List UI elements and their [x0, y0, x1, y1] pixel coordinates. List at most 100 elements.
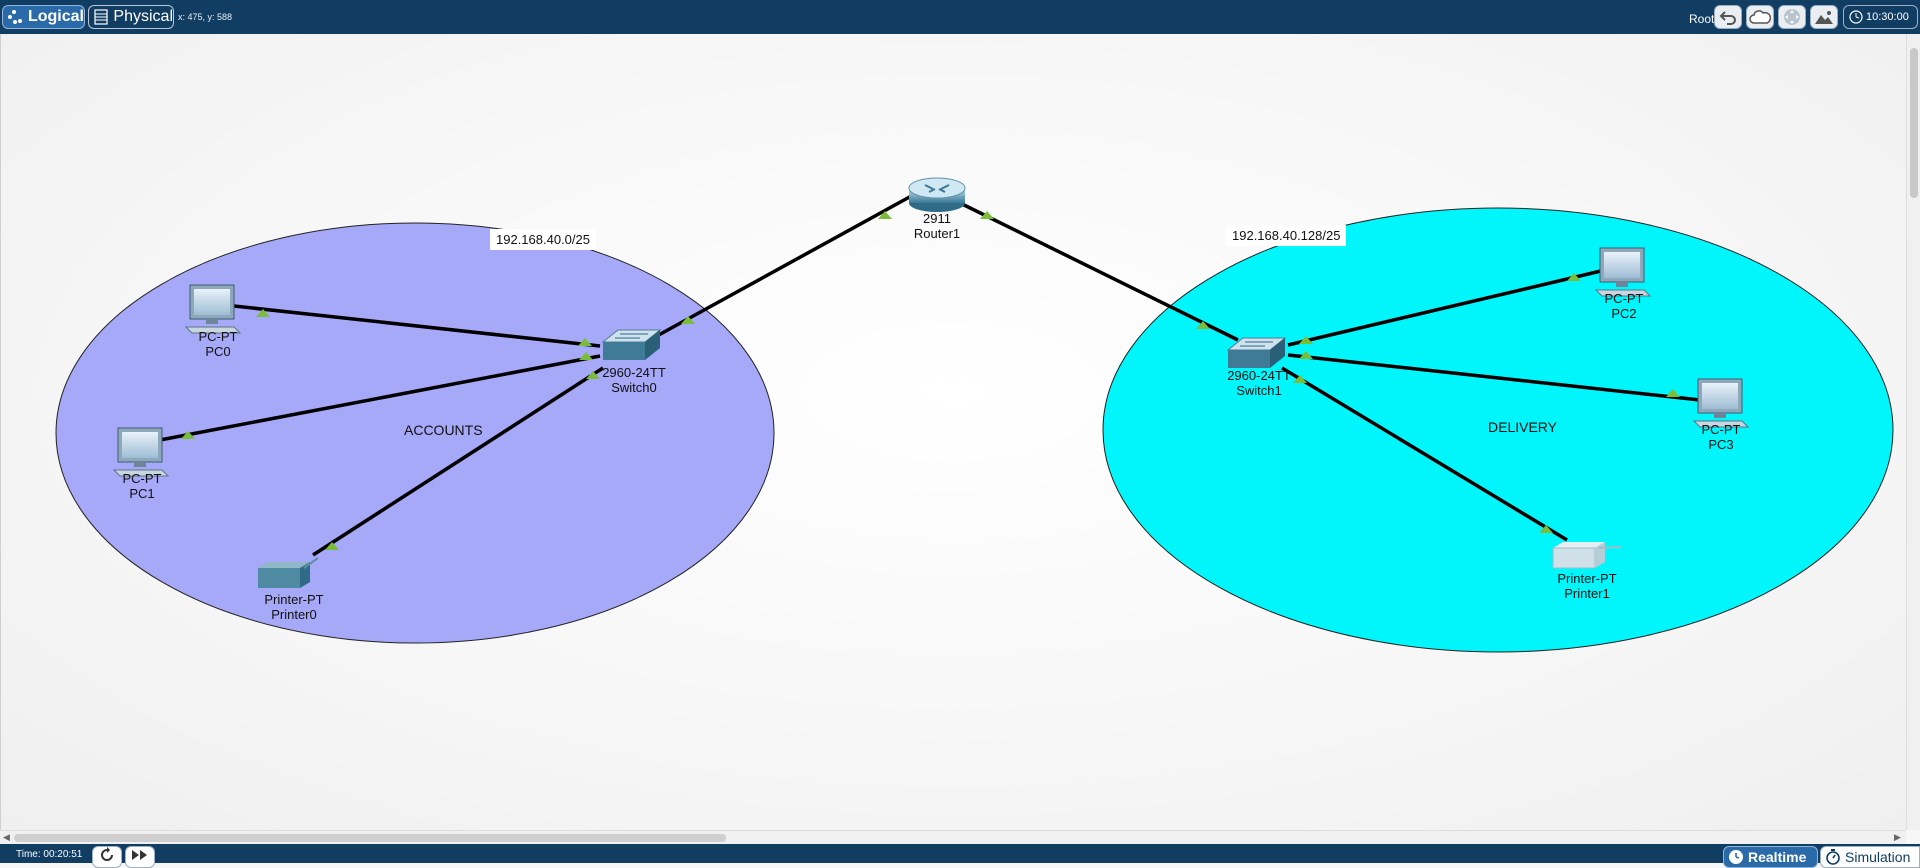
pc1-name: PC1 [129, 486, 155, 501]
simulation-label: Simulation [1845, 849, 1911, 865]
link-light [980, 211, 994, 219]
cable-pc0-switch0[interactable] [233, 304, 601, 348]
move-icon[interactable] [1778, 5, 1806, 29]
cable-switch1-pc3[interactable] [1287, 353, 1701, 402]
realtime-clock-icon [1728, 849, 1744, 865]
physical-view-button[interactable]: Physical [88, 5, 174, 29]
root-breadcrumb[interactable]: Root [1689, 12, 1715, 26]
pc0-model: PC-PT [198, 329, 238, 344]
pc0-name: PC0 [205, 344, 231, 359]
delivery-area-label: DELIVERY [1488, 419, 1557, 435]
switch1-icon[interactable] [1226, 337, 1287, 368]
link-light [1299, 336, 1313, 344]
switch1-name: Switch1 [1236, 383, 1282, 398]
logical-topology-icon [7, 8, 24, 26]
scroll-right-icon[interactable]: ▶ [1894, 832, 1901, 842]
physical-view-label: Physical [113, 8, 173, 25]
link-light [1539, 525, 1553, 533]
link-light [586, 371, 600, 379]
accounts-subnet-note[interactable]: 192.168.40.0/25 [490, 229, 596, 250]
network-topology [55, 177, 1894, 653]
realtime-label: Realtime [1748, 849, 1807, 865]
cloud-icon[interactable] [1746, 5, 1774, 29]
link-light [325, 542, 339, 550]
delivery-area[interactable] [1102, 207, 1894, 653]
router1-name: Router1 [913, 226, 961, 241]
link-light [878, 211, 892, 219]
printer1-icon[interactable] [1552, 542, 1623, 569]
horizontal-scroll-thumb[interactable] [14, 834, 726, 842]
pc0-icon[interactable] [184, 284, 242, 334]
cable-router1-switch1[interactable] [957, 200, 1239, 342]
switch0-name: Switch0 [611, 380, 657, 395]
background-image-icon[interactable] [1810, 5, 1838, 29]
cable-printer0-switch0[interactable] [312, 366, 604, 557]
vertical-scroll-thumb[interactable] [1910, 48, 1918, 198]
printer0-model: Printer-PT [264, 592, 324, 607]
pc3-icon[interactable] [1692, 378, 1750, 428]
printer1-model: Printer-PT [1557, 571, 1617, 586]
pc3-model: PC-PT [1701, 422, 1741, 437]
link-light [181, 431, 195, 439]
power-cycle-icon [99, 846, 115, 868]
top-toolbar: Logical Physical x: 475, y: 588 Root 10:… [0, 0, 1920, 35]
pc1-model: PC-PT [122, 471, 162, 486]
realtime-mode-button[interactable]: Realtime [1723, 846, 1818, 868]
cables [159, 192, 1701, 557]
bottom-toolbar: Time: 00:20:51 Realtime Simulation [0, 844, 1920, 868]
pc2-label: PC-PT PC2 [1605, 291, 1644, 321]
power-cycle-button[interactable] [92, 846, 122, 868]
router1-model: 2911 [923, 211, 951, 226]
viewport-icon[interactable] [1849, 10, 1863, 24]
pc2-model: PC-PT [1604, 291, 1644, 306]
link-light [1299, 351, 1313, 359]
switch0-label: 2960-24TT Switch0 [602, 365, 666, 395]
vertical-scrollbar[interactable] [1906, 34, 1920, 830]
logical-view-label: Logical [27, 8, 84, 25]
simulation-mode-button[interactable]: Simulation [1820, 846, 1920, 868]
pc1-label: PC-PT PC1 [123, 471, 162, 501]
logical-view-button[interactable]: Logical [2, 5, 85, 29]
scroll-left-icon[interactable]: ◀ [3, 832, 10, 842]
link-light [579, 352, 593, 360]
pc3-name: PC3 [1708, 437, 1734, 452]
router1-label: 2911 Router1 [914, 211, 960, 241]
printer1-name: Printer1 [1564, 586, 1610, 601]
printer0-label: Printer-PT Printer0 [264, 592, 323, 622]
link-light [1293, 375, 1307, 383]
fast-forward-button[interactable] [125, 846, 155, 868]
simulation-time: Time: 00:20:51 [16, 849, 83, 860]
printer1-label: Printer-PT Printer1 [1557, 571, 1616, 601]
link-light [578, 338, 592, 346]
cable-switch0-router1[interactable] [654, 192, 916, 339]
clock-time: 10:30:00 [1866, 11, 1909, 23]
physical-rack-icon [93, 8, 109, 26]
switch0-icon[interactable] [601, 329, 662, 360]
cable-pc1-switch0[interactable] [159, 354, 601, 442]
printer0-icon[interactable] [258, 557, 319, 588]
link-light [1196, 321, 1210, 329]
link-light [1666, 389, 1680, 397]
switch1-label: 2960-24TT Switch1 [1227, 368, 1291, 398]
switch0-model: 2960-24TT [602, 365, 666, 380]
horizontal-scrollbar[interactable]: ◀ ▶ [0, 830, 1906, 845]
link-light [681, 316, 695, 324]
pc2-name: PC2 [1611, 306, 1637, 321]
fast-forward-icon [131, 848, 149, 866]
pc2-icon[interactable] [1594, 247, 1652, 297]
cable-switch1-printer1[interactable] [1281, 366, 1568, 542]
back-icon[interactable] [1714, 5, 1742, 29]
pc1-icon[interactable] [112, 427, 170, 477]
accounts-area-label: ACCOUNTS [404, 422, 483, 438]
delivery-subnet-note[interactable]: 192.168.40.128/25 [1226, 225, 1347, 246]
pc0-label: PC-PT PC0 [199, 329, 238, 359]
printer0-name: Printer0 [271, 607, 317, 622]
router-icon[interactable] [908, 177, 966, 212]
cable-switch1-pc2[interactable] [1287, 268, 1606, 347]
link-light [256, 309, 270, 317]
link-lights [181, 211, 1680, 550]
switch1-model: 2960-24TT [1227, 368, 1291, 383]
pc3-label: PC-PT PC3 [1702, 422, 1741, 452]
link-light [1567, 273, 1581, 281]
cursor-coordinates: x: 475, y: 588 [178, 12, 233, 22]
